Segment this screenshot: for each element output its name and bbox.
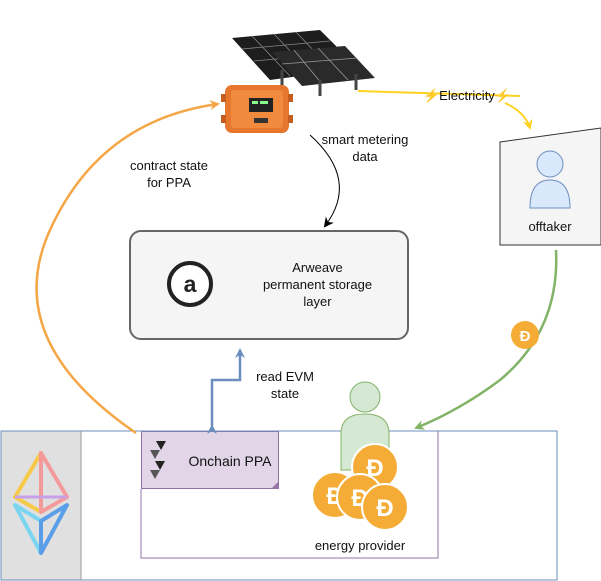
contract-region	[140, 431, 439, 559]
arweave-letter: a	[184, 271, 197, 297]
energy-provider-label: energy provider	[314, 538, 406, 553]
svg-text:Đ: Đ	[376, 495, 393, 522]
read-evm-label: read EVM state	[256, 369, 314, 401]
onchain-ppa-tab	[141, 431, 279, 489]
electricity-arrow	[504, 102, 533, 130]
metering-arrow	[309, 134, 340, 228]
solidity-logo-icon	[150, 441, 166, 479]
arweave-logo-icon: a	[167, 261, 213, 307]
contract-state-label: contract state for PPA	[129, 158, 209, 190]
onchain-ppa-label: Onchain PPA	[188, 453, 272, 469]
svg-text:Đ: Đ	[520, 328, 531, 345]
solar-panel-icon	[232, 30, 375, 102]
arweave-label: Arweave permanent storage layer	[262, 260, 373, 309]
smart-meter-icon	[221, 85, 293, 133]
smart-metering-label: smart metering data	[321, 132, 409, 164]
dai-coin-icon: Đ	[511, 321, 539, 349]
person-icon	[529, 150, 571, 209]
electricity-line	[357, 90, 521, 97]
ethereum-frame	[0, 430, 558, 581]
payment-arrow	[414, 249, 558, 430]
contract-state-arrow	[35, 100, 220, 435]
svg-text:Đ: Đ	[366, 455, 383, 482]
dai-coin-icon: Đ	[361, 483, 409, 531]
tab-corner	[271, 481, 279, 489]
read-evm-arrow	[207, 348, 245, 434]
offtaker-label: offtaker	[528, 219, 572, 234]
ethereum-logo-icon	[13, 451, 69, 555]
electricity-label: ⚡Electricity⚡	[423, 88, 511, 103]
